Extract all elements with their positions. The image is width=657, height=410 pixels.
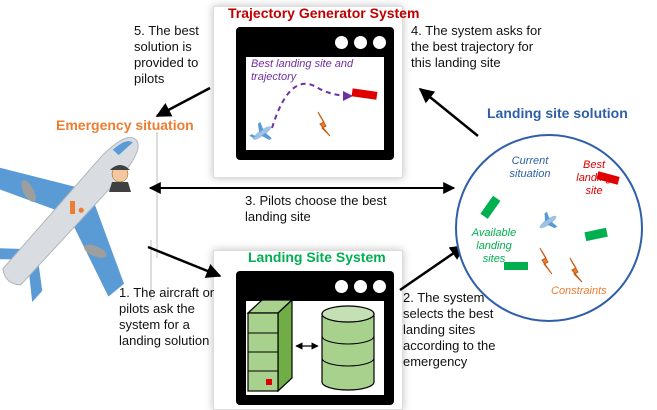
database-icon — [321, 305, 375, 391]
step-3-text: 3. Pilots choose the best landing site — [245, 193, 387, 224]
landing-site-system-title: Landing Site System — [248, 249, 386, 265]
trajectory-system-title: Trajectory Generator System — [228, 5, 420, 21]
arrow-step1 — [147, 245, 222, 278]
pilot-icon — [109, 165, 131, 192]
arrow-step5 — [155, 86, 211, 118]
step-2-text: 2. The system selects the best landing s… — [403, 290, 496, 369]
emergency-title: Emergency situation — [56, 117, 194, 133]
small-plane-icon — [539, 211, 558, 229]
best-landing-site-marker — [351, 88, 378, 100]
step-1-text: 1. The aircraft or pilots ask the system… — [119, 285, 215, 348]
trajectory-inner-label: Best landing site and trajectory — [251, 58, 354, 83]
window-dot-icon — [373, 36, 386, 49]
best-landing-site-label: Best landing site — [576, 159, 612, 197]
airplane-icon — [0, 136, 139, 303]
landing-solution-title: Landing site solution — [487, 105, 628, 121]
landing-solution-circle — [455, 134, 643, 322]
current-situation-label: Current situation — [509, 155, 551, 180]
available-site-marker — [504, 262, 528, 270]
trajectory-window — [236, 27, 394, 160]
constraints-label: Constraints — [551, 285, 607, 297]
best-site-marker — [596, 171, 620, 185]
window-dot-icon — [373, 280, 386, 293]
lightning-icon — [317, 111, 331, 137]
trajectory-path — [271, 82, 353, 129]
lightning-icon — [539, 247, 553, 275]
window-dot-icon — [354, 280, 367, 293]
arrow-step4 — [418, 88, 479, 137]
window-dot-icon — [335, 280, 348, 293]
window-dot-icon — [335, 36, 348, 49]
window-dot-icon — [354, 36, 367, 49]
arrow-step2 — [399, 244, 466, 292]
lightning-icon — [569, 257, 583, 283]
available-site-marker — [584, 227, 608, 242]
server-icon — [246, 298, 294, 393]
step-5-text: 5. The best solution is provided to pilo… — [134, 23, 199, 86]
small-plane-icon — [249, 121, 272, 141]
available-site-marker — [480, 195, 501, 219]
step-4-text: 4. The system asks for the best trajecto… — [411, 23, 542, 70]
available-landing-sites-label: Available landing sites — [471, 227, 517, 265]
